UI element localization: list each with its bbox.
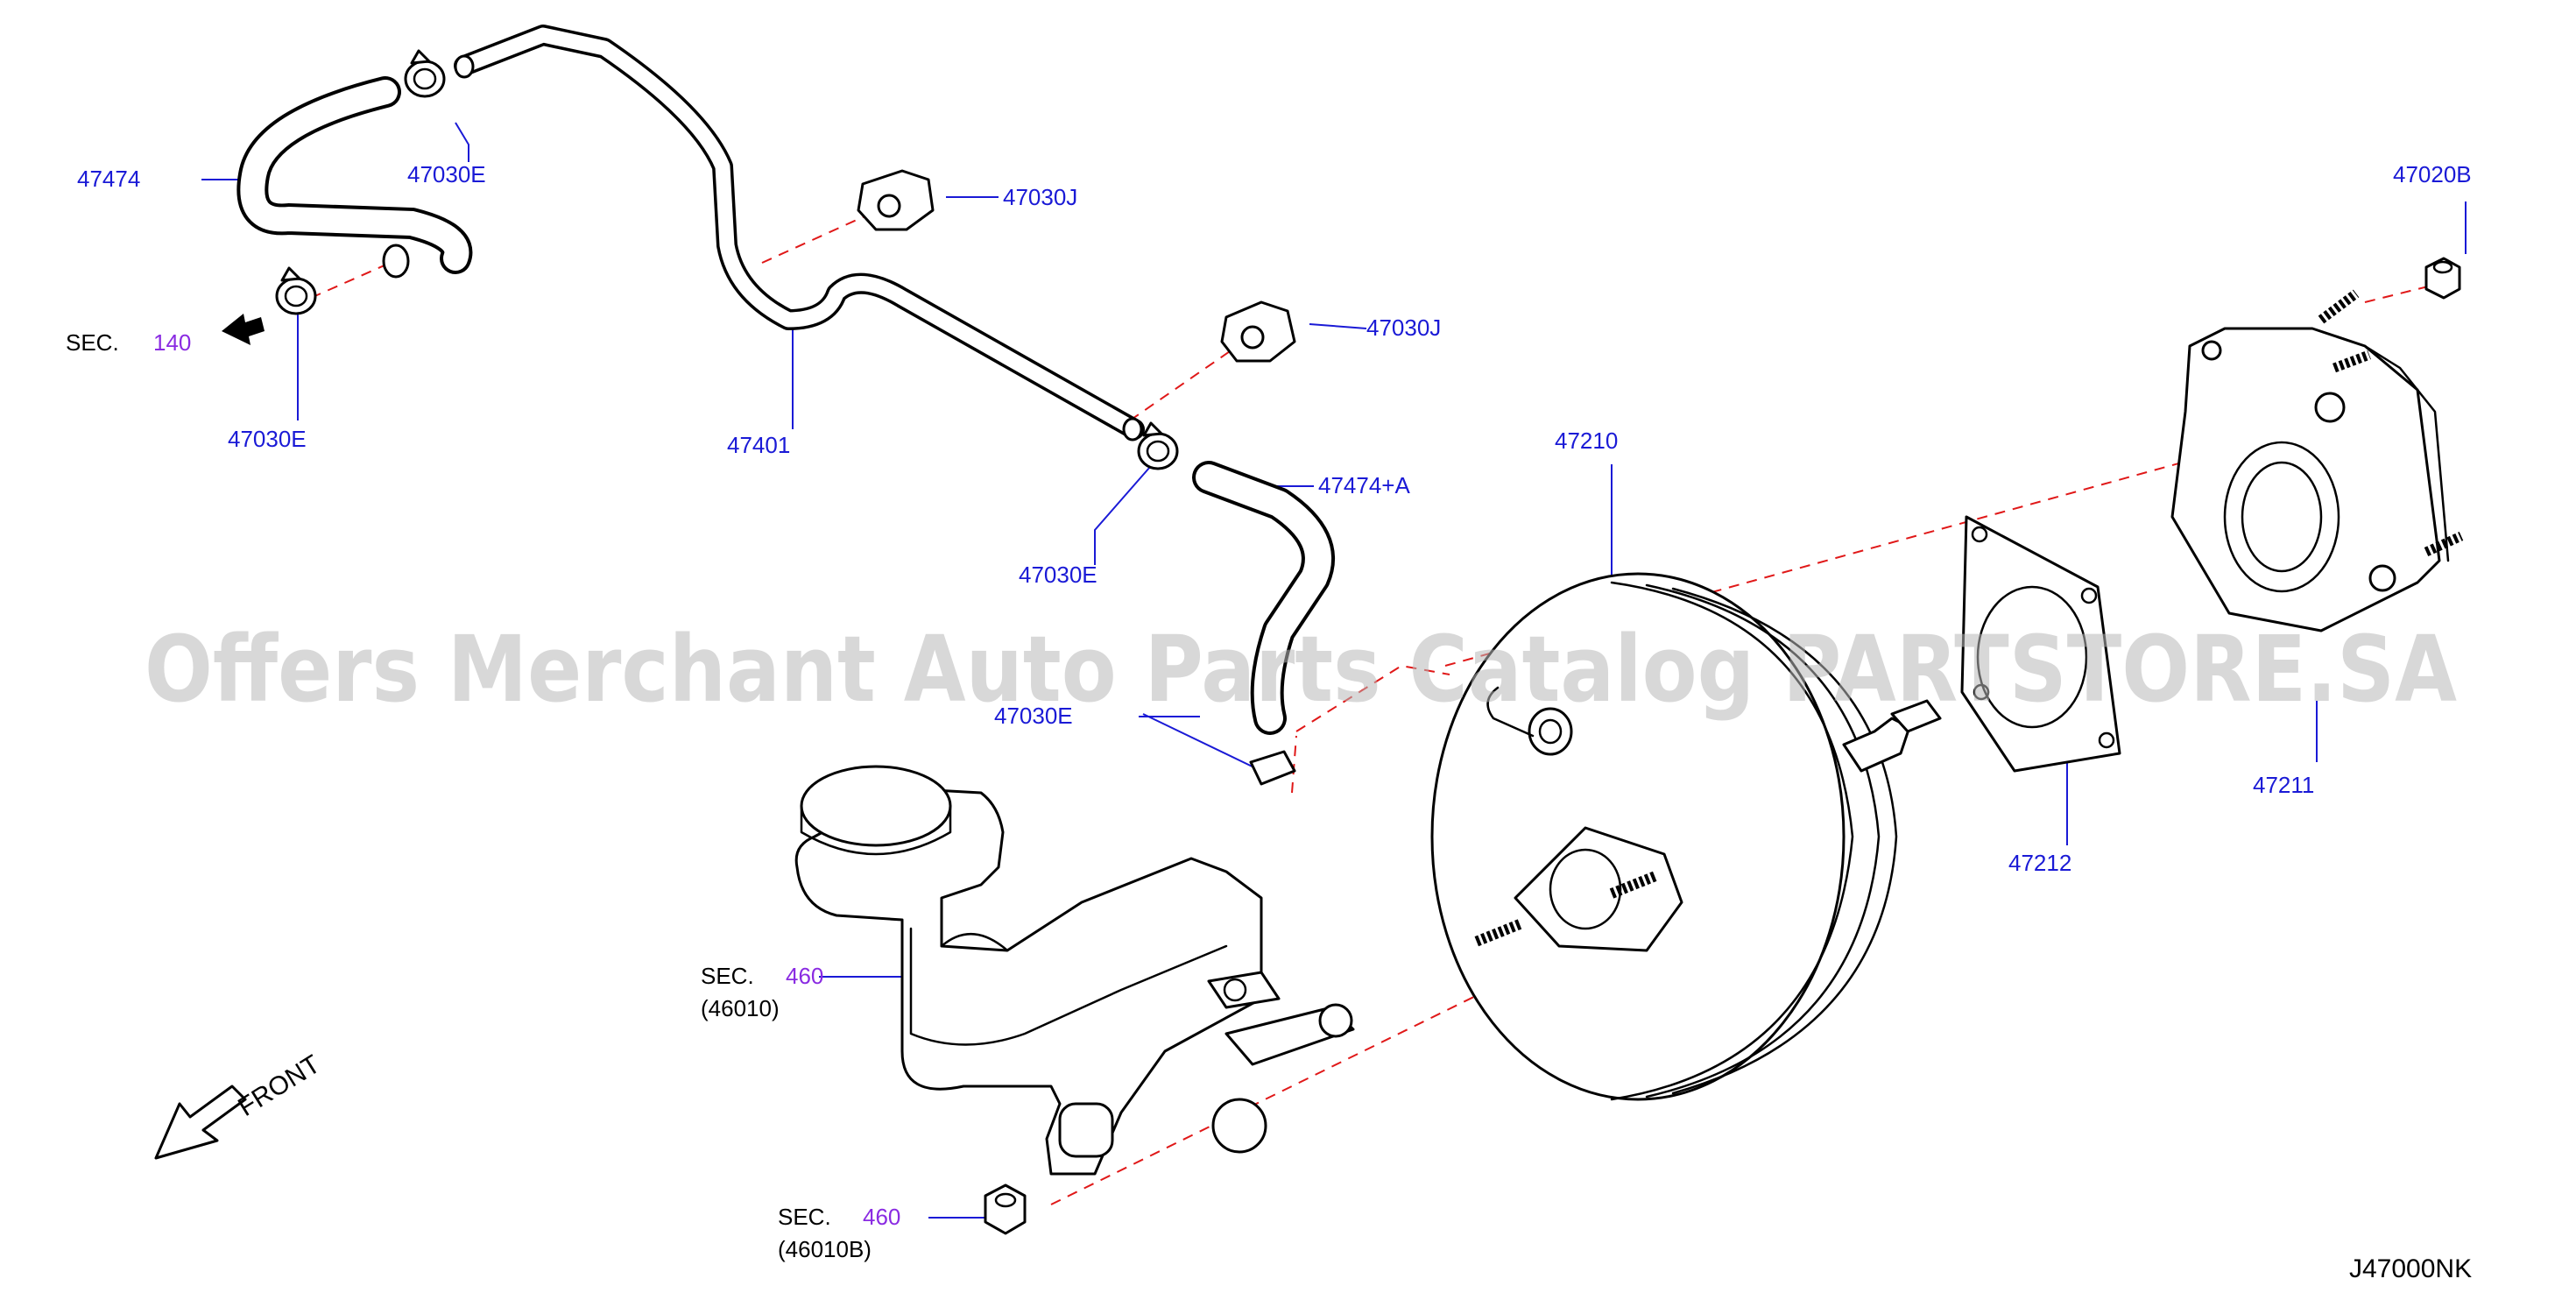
hose-clamp-icon — [404, 49, 446, 98]
hex-nut-icon — [2424, 257, 2461, 300]
label-47211: 47211 — [2253, 772, 2314, 798]
hose-clamp-icon — [275, 266, 317, 315]
sec460b-sub: (46010B) — [778, 1236, 872, 1262]
label-47030e-low: 47030E — [994, 703, 1073, 729]
label-47401: 47401 — [727, 432, 790, 458]
booster-spacer-icon — [2170, 289, 2464, 632]
sec460b-prefix: SEC. — [778, 1204, 831, 1230]
blue-leaders — [201, 122, 2467, 1219]
label-47030j-lower: 47030J — [1366, 314, 1441, 341]
hose-nut-icon — [1249, 750, 1296, 786]
hex-nut-icon — [984, 1183, 1027, 1235]
vacuum-hose-47474a — [1192, 461, 1335, 735]
label-47210: 47210 — [1555, 427, 1618, 454]
part-labels: 47474 47030E 47030J 47030J 47030E 47401 … — [77, 161, 2472, 876]
tube-clip-icon — [1220, 300, 1296, 363]
label-47474a: 47474+A — [1318, 472, 1410, 498]
master-cylinder-icon — [794, 765, 1355, 1176]
sec140-number: 140 — [153, 329, 191, 356]
label-47030j-upper: 47030J — [1003, 184, 1077, 210]
brake-booster-icon — [1430, 572, 1942, 1101]
sec460a-sub: (46010) — [701, 995, 780, 1021]
sec460a-number: 460 — [786, 963, 823, 989]
label-47474: 47474 — [77, 166, 140, 192]
sec460a-prefix: SEC. — [701, 963, 754, 989]
label-47030e-mid: 47030E — [1019, 562, 1097, 588]
front-arrow-icon — [154, 1085, 247, 1160]
label-47030e-left: 47030E — [228, 426, 307, 452]
label-47212: 47212 — [2008, 850, 2071, 876]
booster-gasket-icon — [1960, 515, 2121, 773]
sec460b-number: 460 — [863, 1204, 900, 1230]
vacuum-hose-47474 — [236, 76, 473, 279]
sec140-arrow-icon — [222, 314, 265, 345]
front-label: FRONT — [233, 1049, 325, 1122]
sec140-prefix: SEC. — [66, 329, 119, 356]
section-refs: SEC. 140 SEC. 460 (46010) SEC. 460 (4601… — [66, 329, 900, 1262]
hose-clamp-icon — [1137, 421, 1179, 470]
diagram-code: J47000NK — [2349, 1254, 2472, 1283]
label-47020b: 47020B — [2393, 161, 2472, 187]
label-47030e-top: 47030E — [407, 161, 486, 187]
vacuum-tube-47401 — [454, 25, 1145, 442]
tube-clip-icon — [857, 169, 935, 231]
watermark-text: Offers Merchant Auto Parts Catalog PARTS… — [145, 616, 2457, 723]
